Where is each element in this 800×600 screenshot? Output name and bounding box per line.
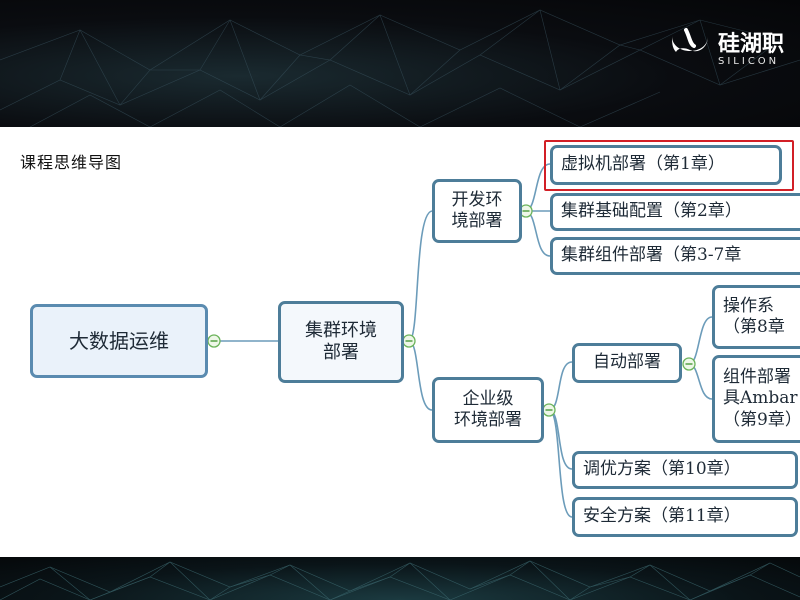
page-title: 课程思维导图 (20, 153, 123, 172)
node-label: 调优方案（第10章） (583, 459, 741, 480)
slide-content: 课程思维导图 (0, 127, 800, 557)
mindmap-node-dev-env[interactable]: 开发环 境部署 (432, 179, 522, 243)
node-label: 安全方案（第11章） (583, 506, 741, 527)
node-label: 集群环境部署 (305, 319, 377, 364)
node-label-line3: （第9章） (723, 409, 800, 430)
network-background (0, 560, 800, 600)
node-label-line1: 操作系 (723, 295, 774, 316)
node-label: 虚拟机部署（第1章） (561, 154, 725, 175)
node-label-line2: 境部署 (451, 211, 503, 231)
mindmap-node-ambari-deploy[interactable]: 组件部署 具Ambar （第9章） (712, 355, 800, 443)
mindmap-node-auto-deploy[interactable]: 自动部署 (572, 343, 682, 383)
brand-name-en: SILICON (718, 56, 780, 67)
node-label-line1: 组件部署 (723, 367, 791, 388)
brand-logo-icon (672, 28, 708, 52)
mindmap-node-security[interactable]: 安全方案（第11章） (572, 497, 798, 537)
brand-name-cn: 硅湖职 (718, 32, 785, 57)
node-label-line2: 环境部署 (454, 410, 522, 430)
mindmap-node-cluster-basic-config[interactable]: 集群基础配置（第2章） (550, 193, 800, 231)
mindmap-node-root[interactable]: 大数据运维 (30, 304, 208, 378)
mindmap-node-enterprise-env[interactable]: 企业级 环境部署 (432, 377, 544, 443)
highlight-box (544, 140, 794, 191)
network-background (0, 9, 800, 127)
mindmap-node-vm-deploy[interactable]: 虚拟机部署（第1章） (550, 145, 782, 185)
node-label-line2: （第8章 (723, 317, 785, 337)
node-label: 大数据运维 (69, 328, 169, 353)
mindmap-node-cluster-deploy[interactable]: 集群环境部署 (278, 301, 404, 383)
node-label: 自动部署 (593, 352, 661, 373)
mindmap-node-tuning[interactable]: 调优方案（第10章） (572, 451, 798, 489)
node-label: 集群组件部署（第3-7章 (561, 245, 742, 266)
node-label-line2: 具Ambar (723, 388, 798, 409)
node-label-line1: 开发环 (451, 189, 503, 210)
footer-banner (0, 557, 800, 600)
mindmap-node-cluster-component-deploy[interactable]: 集群组件部署（第3-7章 (550, 237, 800, 275)
header-banner: 硅湖职 SILICON (0, 0, 800, 127)
brand-logo: 硅湖职 SILICON (660, 24, 800, 74)
node-label: 集群基础配置（第2章） (561, 201, 742, 222)
mindmap-connectors (207, 163, 713, 518)
mindmap-node-os-deploy[interactable]: 操作系 （第8章 (712, 285, 800, 349)
node-label-line1: 企业级 (462, 388, 514, 409)
